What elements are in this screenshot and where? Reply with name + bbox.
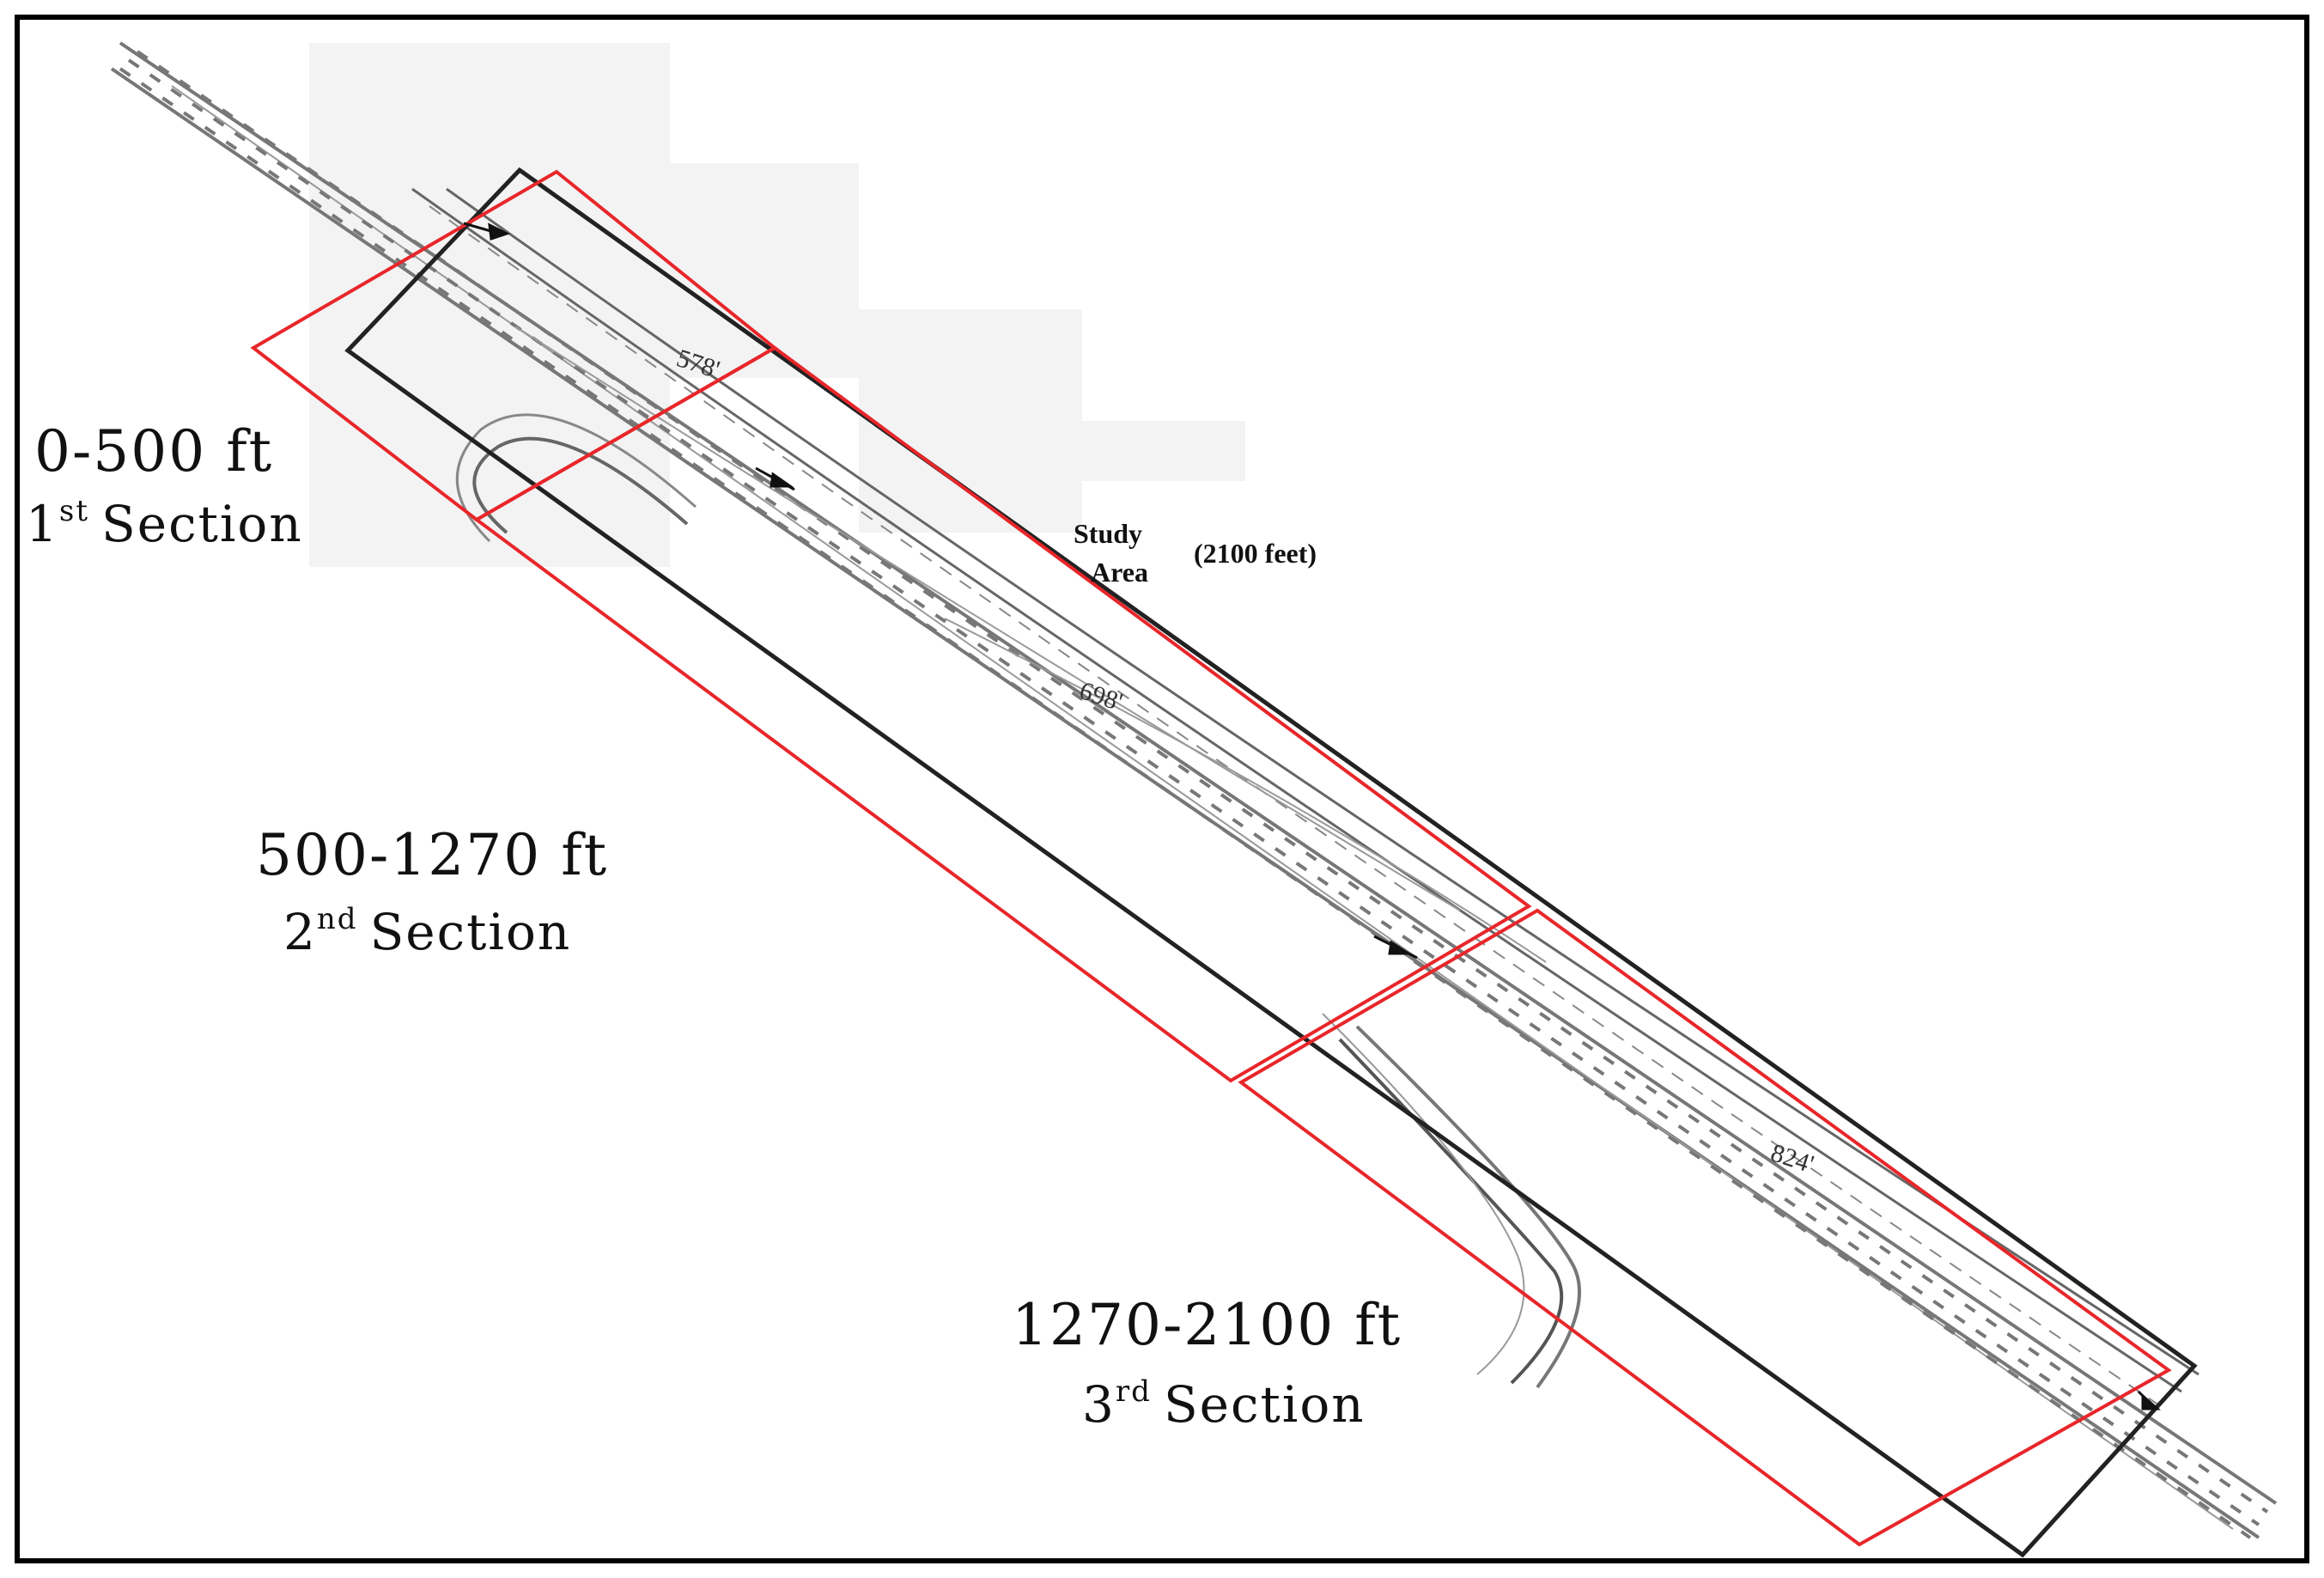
section-2-name: 2nd Section [283, 902, 571, 961]
road-curve [446, 187, 2199, 1376]
section-1-name: 1st Section [26, 494, 303, 553]
road-curve [514, 326, 1461, 911]
section-box-3 [1238, 908, 2172, 1547]
exit-ramp [1322, 1013, 1525, 1375]
ramp-loop [472, 436, 689, 534]
section-2-ordinal-suffix: nd [317, 902, 358, 936]
section-3-word: Section [1164, 1375, 1366, 1434]
study-area-label-line2: Area [1091, 557, 1148, 588]
road-curve [944, 618, 1547, 963]
study-area-length: (2100 feet) [1194, 538, 1317, 569]
lane-divider [119, 67, 2252, 1539]
section-box-2 [473, 345, 1532, 1083]
section-3-name: 3rd Section [1082, 1374, 1366, 1434]
lane-divider [136, 50, 2269, 1514]
section-2-word: Section [370, 903, 572, 961]
study-area-box [344, 167, 2198, 1558]
section-1-ordinal: 1 [26, 495, 59, 553]
section-3-ordinal: 3 [1082, 1375, 1116, 1434]
section-3-range: 1270-2100 ft [1012, 1292, 1402, 1358]
lane-divider [127, 58, 2260, 1526]
section-boxes [250, 169, 2172, 1547]
section-3-ordinal-suffix: rd [1116, 1374, 1152, 1409]
section-2-ordinal: 2 [283, 903, 317, 961]
section-1-word: Section [101, 495, 303, 553]
background-artifacts [309, 43, 1245, 567]
road-curve [429, 205, 2165, 1410]
section-1-range: 0-500 ft [34, 418, 273, 484]
ramp-loop [455, 413, 697, 543]
dimension-marks [463, 222, 2161, 1410]
section-1-ordinal-suffix: st [59, 494, 89, 528]
section-2-range: 500-1270 ft [256, 822, 608, 888]
study-area-label-line1: Study [1074, 518, 1142, 549]
road-curve [411, 187, 2182, 1393]
